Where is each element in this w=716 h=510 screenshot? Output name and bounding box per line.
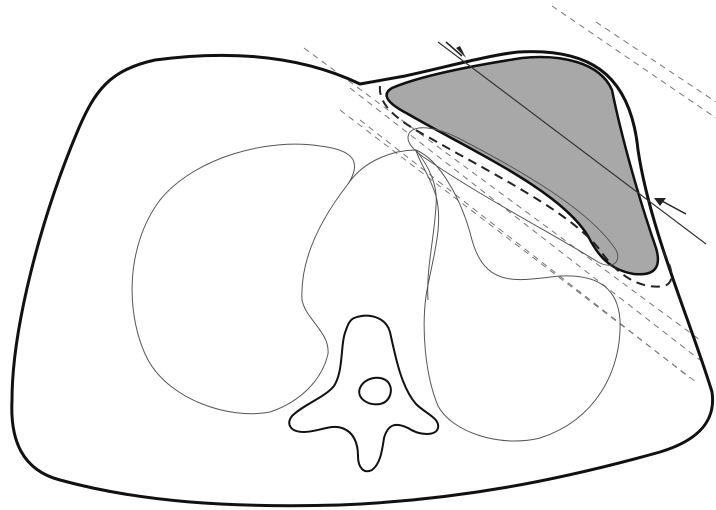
heart [348, 150, 436, 300]
target-volume [387, 57, 658, 274]
lower-arrow-icon [654, 198, 686, 214]
spinal-canal [359, 378, 391, 405]
right-lung [132, 144, 354, 414]
beam-line-top-inner [596, 22, 716, 102]
